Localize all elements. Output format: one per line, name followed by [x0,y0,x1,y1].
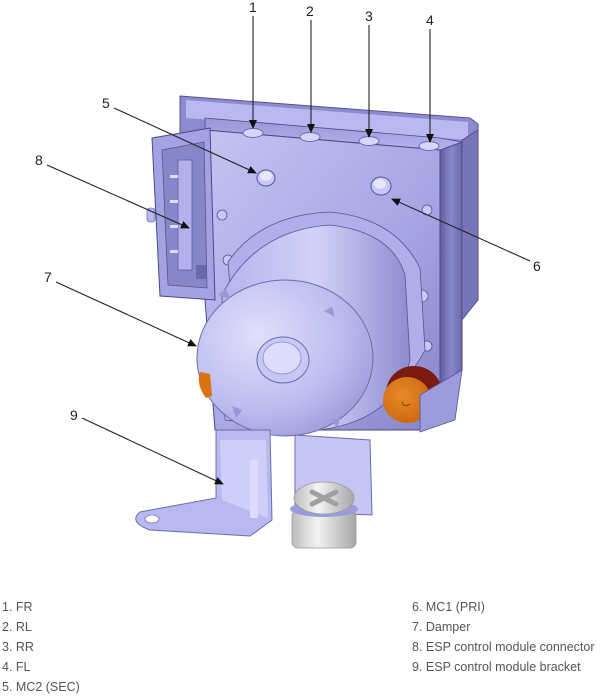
mounting-bolt-bottom [290,481,358,549]
legend-item-mc2: 5. MC2 (SEC) [2,680,80,694]
callout-6: 6 [533,258,541,274]
block-top-face [204,117,464,151]
legend-item-rr: 3. RR [2,640,34,654]
callout-7: 7 [44,269,52,285]
legend-right: 6. MC1 (PRI) 7. Damper 8. ESP control mo… [412,597,595,677]
damper-right [383,366,442,423]
callout-2: 2 [306,3,314,19]
leader-lines [46,16,531,485]
callout-5: 5 [102,95,110,111]
callout-9: 9 [70,407,78,423]
legend-item-rl: 2. RL [2,620,32,634]
legend-left: 1. FR 2. RL 3. RR 4. FL 5. MC2 (SEC) [2,597,80,697]
motor-end-cap [196,279,374,437]
callout-8: 8 [35,152,43,168]
block-right-face [439,141,463,397]
legend-item-fl: 4. FL [2,660,31,674]
callout-1: 1 [249,0,257,15]
callout-3: 3 [365,8,373,24]
legend-item-bracket: 9. ESP control module bracket [412,660,581,674]
legend-item-damper: 7. Damper [412,620,471,634]
mc-ports [256,169,392,196]
legend-item-fr: 1. FR [2,600,33,614]
legend-item-mc1: 6. MC1 (PRI) [412,600,485,614]
esp-unit-illustration [46,16,531,549]
connector-housing [146,127,216,301]
damper-left [198,372,212,398]
legend-item-connector: 8. ESP control module connector [412,640,595,654]
esp-unit-figure: 1 2 3 4 5 6 7 8 9 [35,0,541,549]
callout-4: 4 [426,12,434,28]
